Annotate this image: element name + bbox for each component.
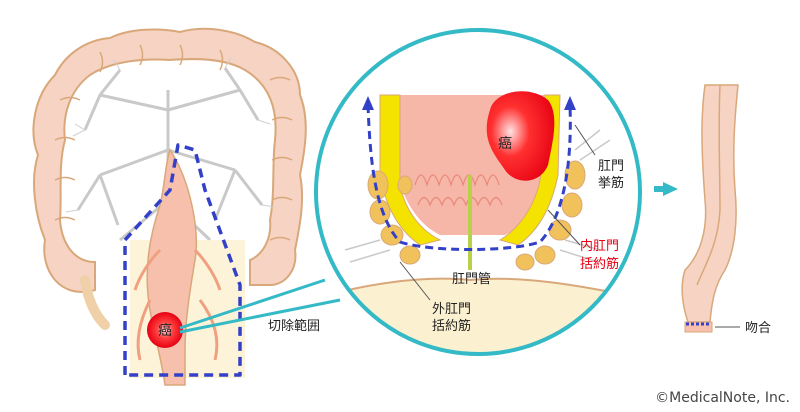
zoom-view: 癌 肛門 挙筋 内肛門 括約筋 肛門管 外肛門 括約筋 bbox=[314, 28, 642, 356]
levator-ani-label-1: 肛門 bbox=[598, 159, 624, 174]
appendix bbox=[80, 275, 110, 330]
internal-sphincter-label-1: 内肛門 bbox=[580, 238, 619, 254]
external-sphincter-label-1: 外肛門 bbox=[432, 302, 471, 317]
zoom-circle-border bbox=[314, 28, 642, 356]
zoom-connector bbox=[179, 278, 341, 334]
resection-range-outline bbox=[123, 143, 242, 377]
cancer-label-left: 癌 bbox=[158, 323, 172, 339]
internal-sphincter-label-2: 括約筋 bbox=[580, 256, 619, 272]
resection-line-zoom bbox=[366, 104, 572, 251]
mucosal-folds bbox=[414, 174, 503, 207]
result-arrow bbox=[654, 182, 678, 196]
pelvic-vessels bbox=[133, 248, 222, 361]
anastomosis-result: 吻合 bbox=[681, 84, 771, 336]
anastomosis-label: 吻合 bbox=[745, 321, 771, 336]
haustra-marks bbox=[54, 44, 293, 241]
colon-illustration: 癌 切除範囲 bbox=[32, 27, 320, 386]
anastomosis-site bbox=[684, 321, 713, 333]
perianal-skin bbox=[316, 277, 640, 354]
cancer-blob-zoom bbox=[486, 91, 555, 181]
internal-sphincter-left bbox=[379, 94, 442, 246]
resection-range-label: 切除範囲 bbox=[268, 319, 320, 334]
remaining-colon bbox=[681, 84, 739, 323]
external-sphincter-label-2: 括約筋 bbox=[432, 318, 471, 334]
copyright-text: ©MedicalNote, Inc. bbox=[655, 390, 790, 406]
colon-outer bbox=[32, 27, 307, 293]
cancer-spot-left bbox=[147, 312, 183, 348]
external-sphincter-right bbox=[515, 160, 586, 271]
levator-ani-fibers bbox=[344, 129, 611, 263]
levator-ani-label-2: 挙筋 bbox=[598, 175, 624, 191]
anal-canal-label: 肛門管 bbox=[452, 272, 491, 287]
cancer-label-zoom: 癌 bbox=[498, 136, 512, 152]
